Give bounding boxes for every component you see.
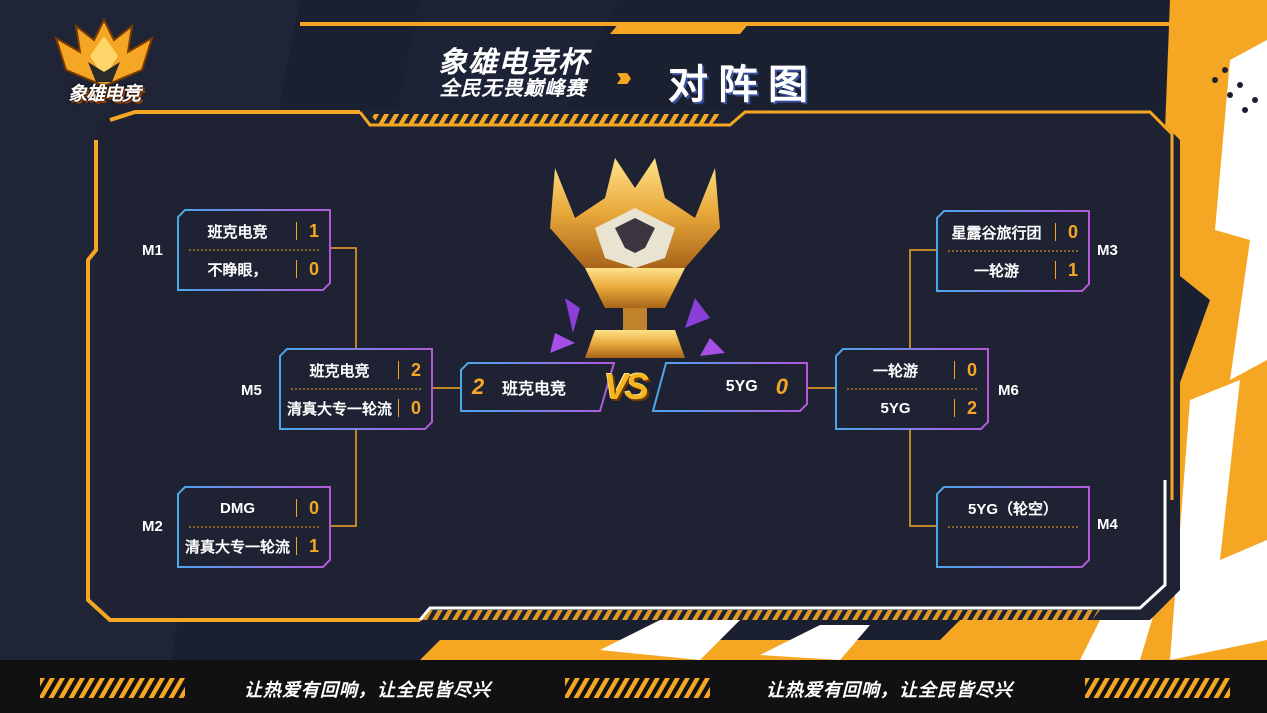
team-row: 一轮游 1	[936, 252, 1090, 288]
event-logo: 象雄电竞	[48, 16, 160, 110]
team-row: 清真大专一轮流 0	[279, 390, 433, 426]
team-name: 5YG（轮空）	[967, 500, 1058, 518]
match-m3[interactable]: 星露谷旅行团 0 一轮游 1	[936, 210, 1090, 292]
team-score: 2	[410, 359, 421, 380]
team-name: 不睁眼，	[207, 261, 268, 279]
team-row: 星露谷旅行团 0	[936, 214, 1090, 250]
match-m1[interactable]: 班克电竞 1 不睁眼， 0	[177, 209, 331, 291]
final-right-name: 5YG	[725, 378, 758, 395]
team-name: 班克电竞	[309, 362, 370, 380]
team-row	[936, 528, 1090, 564]
match-label-m1: M1	[142, 242, 163, 259]
footer-slogan-left: 让热爱有回响，让全民皆尽兴	[244, 680, 491, 700]
team-row: 不睁眼， 0	[177, 251, 331, 287]
match-label-m6: M6	[998, 382, 1019, 399]
trophy-icon	[550, 158, 725, 358]
match-m4[interactable]: 5YG（轮空）	[936, 486, 1090, 568]
team-score: 0	[308, 258, 319, 279]
team-row: DMG 0	[177, 490, 331, 526]
team-name: 一轮游	[872, 362, 918, 380]
event-title-line2: 全民无畏巅峰赛	[439, 78, 587, 100]
team-name: 一轮游	[973, 262, 1019, 280]
chevron-icon: ›››	[616, 61, 632, 92]
match-label-m3: M3	[1097, 242, 1118, 259]
bracket-title: 对阵图	[668, 63, 818, 107]
final-right-score: 0	[775, 374, 788, 399]
footer-slogan-right: 让热爱有回响，让全民皆尽兴	[766, 680, 1013, 700]
team-name: 清真大专一轮流	[185, 538, 291, 556]
team-name: 5YG	[880, 399, 911, 417]
logo-emblem-icon	[54, 17, 154, 88]
final-left-name: 班克电竞	[502, 381, 567, 398]
match-label-m4: M4	[1097, 516, 1118, 533]
team-score: 0	[966, 359, 977, 380]
team-row: 5YG 2	[835, 390, 989, 426]
vs-badge: VS	[604, 366, 649, 407]
team-row: 班克电竞 2	[279, 352, 433, 388]
team-score: 2	[966, 397, 977, 418]
team-score: 1	[1067, 259, 1078, 280]
match-label-m5: M5	[241, 382, 262, 399]
team-score: 0	[411, 397, 422, 418]
team-row: 清真大专一轮流 1	[177, 528, 331, 564]
event-title: 象雄电竞杯 全民无畏巅峰赛	[418, 48, 608, 100]
final-left-score: 2	[472, 374, 485, 399]
team-name: 班克电竞	[207, 223, 268, 241]
event-title-line1: 象雄电竞杯	[437, 47, 588, 79]
team-score: 1	[309, 535, 320, 556]
team-name: 清真大专一轮流	[287, 400, 393, 418]
final-right-team[interactable]: 5YG 0	[652, 362, 808, 412]
footer-stripes-right	[1085, 678, 1230, 698]
team-row: 班克电竞 1	[177, 213, 331, 249]
team-row: 5YG（轮空）	[936, 490, 1090, 526]
team-row: 一轮游 0	[835, 352, 989, 388]
footer-stripes-center	[565, 678, 710, 698]
match-label-m2: M2	[142, 518, 163, 535]
team-name: 星露谷旅行团	[951, 224, 1042, 242]
team-score: 0	[308, 497, 319, 518]
match-m6[interactable]: 一轮游 0 5YG 2	[835, 348, 989, 430]
match-m5[interactable]: 班克电竞 2 清真大专一轮流 0	[279, 348, 433, 430]
footer-stripes-left	[40, 678, 185, 698]
team-score: 0	[1067, 221, 1078, 242]
logo-text: 象雄电竞	[67, 84, 141, 105]
team-score: 1	[308, 220, 319, 241]
team-name: DMG	[220, 499, 255, 517]
final-left-team[interactable]: 2 班克电竞	[460, 362, 615, 412]
match-m2[interactable]: DMG 0 清真大专一轮流 1	[177, 486, 331, 568]
